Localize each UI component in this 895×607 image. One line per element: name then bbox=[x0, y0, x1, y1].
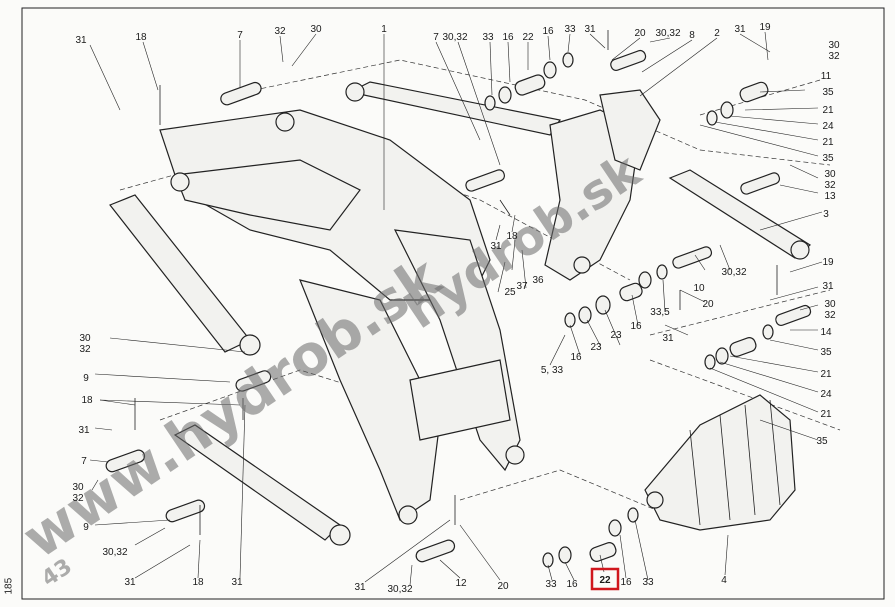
part-label-l32: 3 bbox=[823, 209, 829, 220]
part-label-l68: 31 bbox=[124, 577, 136, 588]
part-label-l80: 4 bbox=[721, 575, 727, 586]
part-label-l64: 30 bbox=[72, 482, 84, 493]
part-label-l53: 16 bbox=[570, 352, 582, 363]
part-label-l11: 22 bbox=[522, 32, 534, 43]
quick-coupler bbox=[644, 394, 796, 531]
part-label-l26: 24 bbox=[822, 121, 834, 132]
part-label-l17: 8 bbox=[689, 30, 695, 41]
part-label-l50: 24 bbox=[820, 389, 832, 400]
part-label-l43: 33,5 bbox=[650, 307, 670, 318]
part-label-l65: 32 bbox=[72, 493, 84, 504]
part-label-l60: 9 bbox=[83, 373, 89, 384]
part-label-l35: 37 bbox=[516, 281, 528, 292]
leader-lines bbox=[89, 31, 823, 586]
part-label-l40: 19 bbox=[822, 257, 834, 268]
part-label-l58: 30 bbox=[79, 333, 91, 344]
part-label-l41: 31 bbox=[822, 281, 834, 292]
part-label-l57: 5, 33 bbox=[541, 365, 564, 376]
part-label-l75: 33 bbox=[545, 579, 557, 590]
part-label-l63: 7 bbox=[81, 456, 87, 467]
part-label-l46: 32 bbox=[824, 310, 836, 321]
part-label-l70: 31 bbox=[231, 577, 243, 588]
part-label-l5: 30 bbox=[310, 24, 322, 35]
part-label-l74: 20 bbox=[497, 581, 509, 592]
linkage-bracket bbox=[544, 89, 661, 281]
part-label-l78: 16 bbox=[620, 577, 632, 588]
part-label-l34: 18 bbox=[506, 231, 518, 242]
part-label-l47: 14 bbox=[820, 327, 832, 338]
drawing-frame bbox=[21, 7, 885, 600]
part-label-l33: 31 bbox=[490, 241, 502, 252]
part-label-l24: 35 bbox=[822, 87, 834, 98]
part-label-l76: 16 bbox=[566, 579, 578, 590]
cylinders bbox=[109, 81, 812, 546]
part-label-l20: 19 bbox=[759, 22, 771, 33]
part-label-l25: 21 bbox=[822, 105, 834, 116]
part-label-l73: 12 bbox=[455, 578, 467, 589]
part-label-l54: 23 bbox=[590, 342, 602, 353]
pins-bushings bbox=[105, 30, 812, 568]
part-label-l3: 7 bbox=[237, 30, 243, 41]
part-label-l66: 9 bbox=[83, 522, 89, 533]
page-number: 185 bbox=[2, 574, 16, 602]
part-label-l19: 31 bbox=[734, 24, 746, 35]
part-label-l21: 30 bbox=[828, 40, 840, 51]
part-label-l30: 32 bbox=[824, 180, 836, 191]
part-label-l8: 30,32 bbox=[442, 32, 467, 43]
part-label-l6: 1 bbox=[381, 24, 387, 35]
part-label-l42: 20 bbox=[702, 299, 714, 310]
part-label-l15: 20 bbox=[634, 28, 646, 39]
part-label-l79: 33 bbox=[642, 577, 654, 588]
part-label-l28: 35 bbox=[822, 153, 834, 164]
part-label-l18: 2 bbox=[714, 28, 720, 39]
part-label-l10: 16 bbox=[502, 32, 514, 43]
part-label-l1: 31 bbox=[75, 35, 87, 46]
part-label-l13: 33 bbox=[564, 24, 576, 35]
part-label-l72: 30,32 bbox=[387, 584, 412, 595]
part-label-l56: 23 bbox=[610, 330, 622, 341]
highlight-box bbox=[590, 567, 620, 591]
part-label-l44: 31 bbox=[662, 333, 674, 344]
part-label-l59: 32 bbox=[79, 344, 91, 355]
boom-frame bbox=[159, 109, 525, 525]
part-label-l48: 35 bbox=[820, 347, 832, 358]
part-label-l77: 22 bbox=[599, 575, 611, 586]
part-label-l55: 16 bbox=[630, 321, 642, 332]
page-number-text: 185 bbox=[3, 577, 15, 595]
part-label-l23: 11 bbox=[821, 71, 832, 82]
part-label-l27: 21 bbox=[822, 137, 834, 148]
part-label-l37: 36 bbox=[532, 275, 544, 286]
part-label-l71: 31 bbox=[354, 582, 366, 593]
part-label-l16: 30,32 bbox=[655, 28, 680, 39]
part-label-l4: 32 bbox=[274, 26, 286, 37]
part-label-l2: 18 bbox=[135, 32, 147, 43]
part-label-l29: 30 bbox=[824, 169, 836, 180]
part-label-l38: 10 bbox=[693, 283, 705, 294]
part-label-l9: 33 bbox=[482, 32, 494, 43]
part-label-l52: 35 bbox=[816, 436, 828, 447]
part-label-l51: 21 bbox=[820, 409, 832, 420]
part-label-l36: 25 bbox=[504, 287, 516, 298]
part-label-l14: 31 bbox=[584, 24, 596, 35]
part-label-l61: 18 bbox=[81, 395, 93, 406]
part-label-l69: 18 bbox=[192, 577, 204, 588]
part-label-l7: 7 bbox=[433, 32, 439, 43]
part-label-l31: 13 bbox=[824, 191, 836, 202]
part-label-l49: 21 bbox=[820, 369, 832, 380]
part-label-l12: 16 bbox=[542, 26, 554, 37]
part-label-l39: 30,32 bbox=[721, 267, 746, 278]
part-label-l62: 31 bbox=[78, 425, 90, 436]
part-label-l22: 32 bbox=[828, 51, 840, 62]
part-label-l67: 30,32 bbox=[102, 547, 127, 558]
part-label-l45: 30 bbox=[824, 299, 836, 310]
